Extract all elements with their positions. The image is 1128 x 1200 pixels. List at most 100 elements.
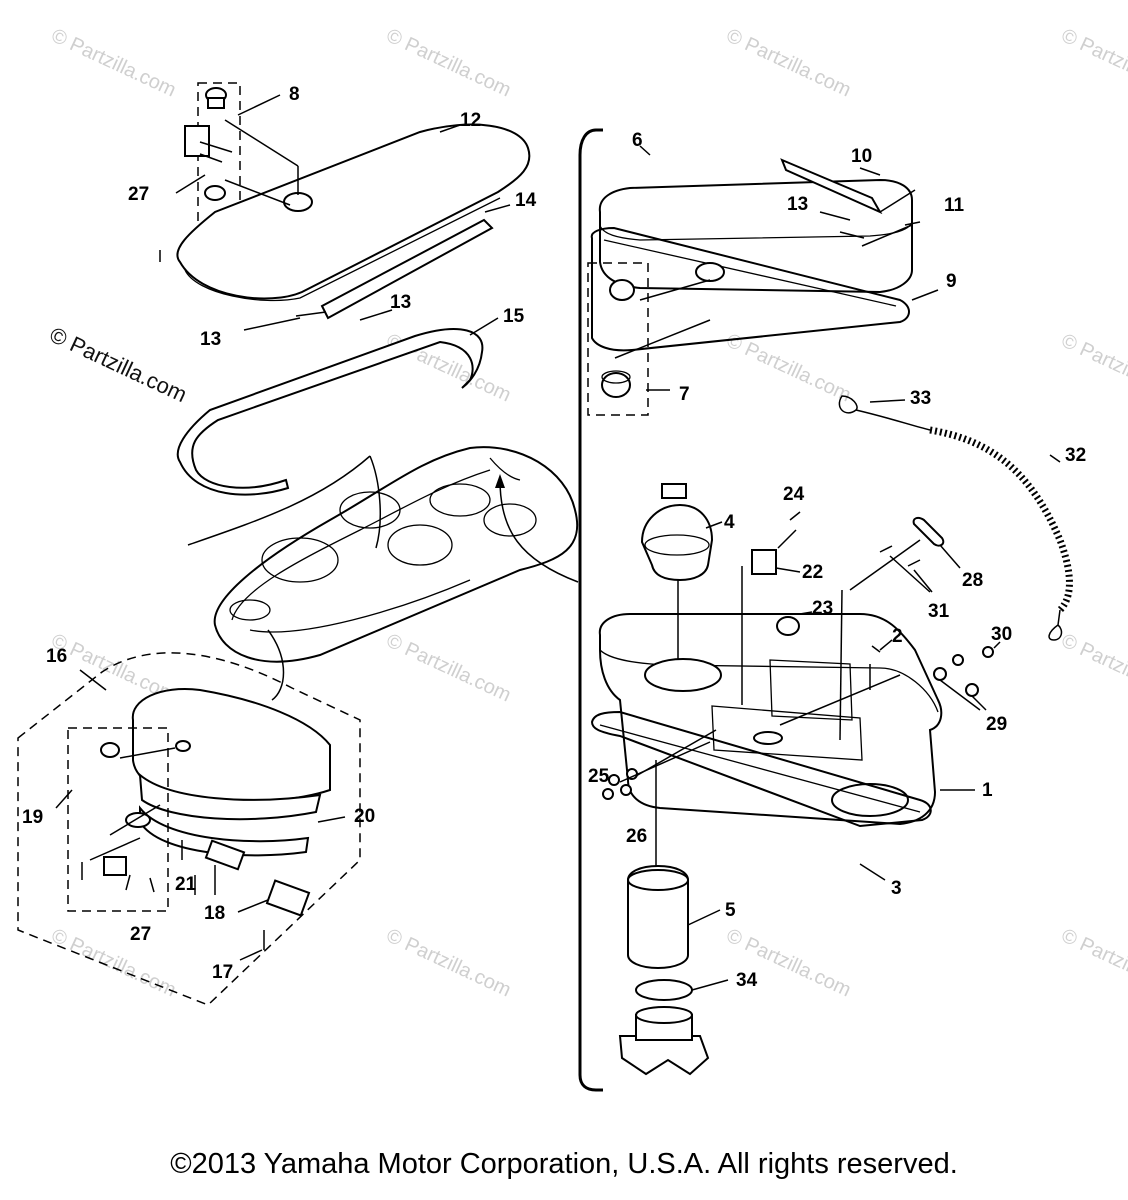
boat-stern-detail (489, 457, 521, 481)
leader (889, 555, 931, 593)
glove-lock-cylinder (100, 742, 120, 758)
nut-30 (982, 646, 994, 658)
callout-34: 34 (736, 970, 758, 991)
screw (777, 529, 797, 549)
leader (109, 804, 161, 836)
container-5 (627, 864, 689, 970)
leader (619, 741, 711, 783)
part-4-top (661, 483, 687, 499)
callout-27-top: 27 (128, 184, 149, 205)
washer-29 (933, 667, 947, 681)
glove-lock-kit-dashed-box (67, 727, 169, 912)
rear-lock-kit-dashed-box (587, 262, 649, 416)
callout-4: 4 (724, 512, 735, 533)
callout-13-left: 13 (200, 329, 221, 350)
screw (199, 153, 223, 163)
screw-2 (871, 645, 881, 653)
leader (469, 317, 499, 336)
bin-gasket-3 (590, 710, 932, 828)
leader (939, 544, 961, 569)
watermark-prominent: © Partzilla.com (46, 322, 191, 407)
front-seal (176, 317, 499, 496)
leader (224, 179, 291, 206)
leader (614, 319, 711, 359)
leader (913, 569, 933, 593)
watermark: © Partzilla.com (48, 925, 179, 1002)
leader (687, 909, 721, 926)
lock-cylinder-body (207, 97, 225, 109)
leader (911, 289, 939, 301)
pointer-line (499, 479, 579, 583)
lanyard-assembly (838, 395, 1073, 641)
leader (237, 899, 269, 913)
leader (239, 949, 263, 961)
callout-7: 7 (679, 384, 690, 405)
watermark: © Partzilla.com (48, 25, 179, 102)
leader (691, 979, 729, 991)
bin-compartment (711, 705, 863, 761)
glove-hinge-18 (265, 879, 311, 917)
grommet (204, 185, 226, 201)
callout-1: 1 (982, 780, 993, 801)
pointer-line (187, 455, 371, 546)
boat-seat (429, 483, 491, 517)
boat-deck-line (249, 579, 471, 633)
hinge-14 (320, 218, 494, 320)
container-5-top (627, 869, 689, 891)
rear-lock-cylinder (609, 279, 635, 301)
callout-5: 5 (725, 900, 736, 921)
callout-2: 2 (892, 626, 903, 647)
bin-drain (753, 731, 783, 745)
watermark: © Partzilla.com (383, 630, 514, 707)
bin-raised-section (769, 659, 853, 721)
screw (295, 311, 327, 317)
screw (904, 221, 921, 226)
rear-lid-assembly (587, 145, 939, 416)
leader (439, 124, 461, 133)
arrow-head (495, 474, 505, 488)
watermark: © Partzilla.com (1058, 25, 1128, 102)
leader (775, 567, 801, 573)
washer-29 (965, 683, 979, 697)
leader (224, 119, 299, 167)
callout-24: 24 (783, 484, 805, 505)
bin-cup-hole-left (644, 658, 722, 692)
callout-17: 17 (212, 962, 233, 983)
front-lid-assembly (159, 82, 531, 331)
glove-box-lid (131, 688, 331, 803)
callout-28: 28 (962, 570, 983, 591)
front-lid-cover (176, 123, 531, 300)
rear-lock-hole (695, 262, 725, 282)
screw (149, 877, 155, 893)
lanyard-coil-32 (929, 426, 1073, 613)
bracket-22 (751, 549, 777, 575)
leader (705, 521, 723, 529)
screw (839, 231, 865, 239)
callout-20: 20 (354, 806, 375, 827)
callout-15: 15 (503, 306, 525, 327)
callout-3: 3 (891, 878, 902, 899)
callout-27-bottom: 27 (130, 924, 151, 945)
leader (971, 695, 987, 711)
callout-12: 12 (460, 110, 481, 131)
grommet-23 (776, 616, 800, 636)
glove-box-assembly (17, 652, 361, 1006)
watermark: © Partzilla.com (1058, 925, 1128, 1002)
boat-hull (213, 446, 579, 663)
boat-deck-line (231, 469, 491, 621)
leader (859, 863, 886, 881)
leader (879, 189, 916, 213)
pointer-line (267, 629, 285, 701)
callout-14: 14 (515, 190, 537, 211)
seal-inner-line (603, 239, 897, 307)
leader (119, 747, 176, 759)
leader (839, 589, 843, 741)
callout-21: 21 (175, 874, 197, 895)
watermark: © Partzilla.com (723, 25, 854, 102)
leader (799, 611, 813, 615)
watermark: © Partzilla.com (1058, 330, 1128, 407)
callout-8: 8 (289, 84, 300, 105)
cup-holder-parts (618, 483, 729, 1076)
callout-23: 23 (812, 598, 833, 619)
lock-bracket (184, 125, 210, 157)
